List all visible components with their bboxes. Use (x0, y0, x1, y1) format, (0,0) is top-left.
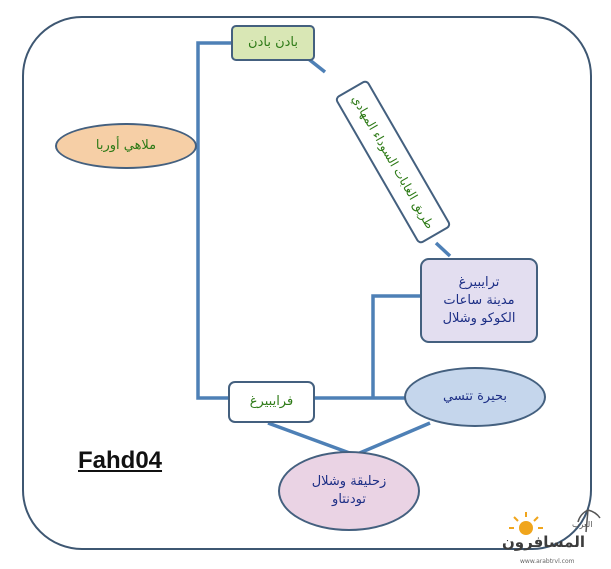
watermark-logo (509, 509, 601, 535)
node-freiburg: فرايبيرغ (228, 381, 315, 423)
node-todtnau: زحليقة وشلال تودنتاو (278, 451, 420, 531)
node-titisee-label: بحيرة تتسي (442, 389, 508, 404)
node-titisee: بحيرة تتسي (404, 367, 546, 427)
node-europa-park: ملاهي أوربا (55, 123, 197, 169)
node-triberg: ترايبيرغ مدينة ساعات الكوكو وشلال (420, 258, 538, 343)
palm-tree-icon (577, 509, 601, 533)
node-baden-baden-label: بادن بادن (248, 35, 298, 50)
node-freiburg-label: فرايبيرغ (249, 394, 294, 409)
author-signature: Fahd04 (78, 447, 163, 474)
connector-titisee-todtnau (354, 421, 431, 457)
watermark-brand: المسافرون (502, 533, 586, 551)
node-baden-baden: بادن بادن (231, 25, 315, 61)
watermark-url: www.arabtrvl.com (520, 558, 575, 565)
node-triberg-line-3: الكوكو وشلال (442, 310, 516, 326)
sun-icon (509, 512, 543, 535)
connector-baden-freiburg (196, 41, 231, 400)
connector-road-triberg (434, 241, 452, 258)
node-todtnau-line-2: تودنتاو (332, 492, 366, 507)
node-triberg-line-2: مدينة ساعات (443, 292, 515, 308)
connector-freiburg-todtnau (267, 421, 356, 457)
node-todtnau-line-1: زحليقة وشلال (311, 474, 387, 489)
watermark-small-text: العرب (572, 520, 593, 529)
connector-titisee-triberg (371, 294, 421, 398)
node-europa-park-label: ملاهي أوربا (95, 138, 157, 153)
node-triberg-line-1: ترايبيرغ (458, 274, 500, 290)
